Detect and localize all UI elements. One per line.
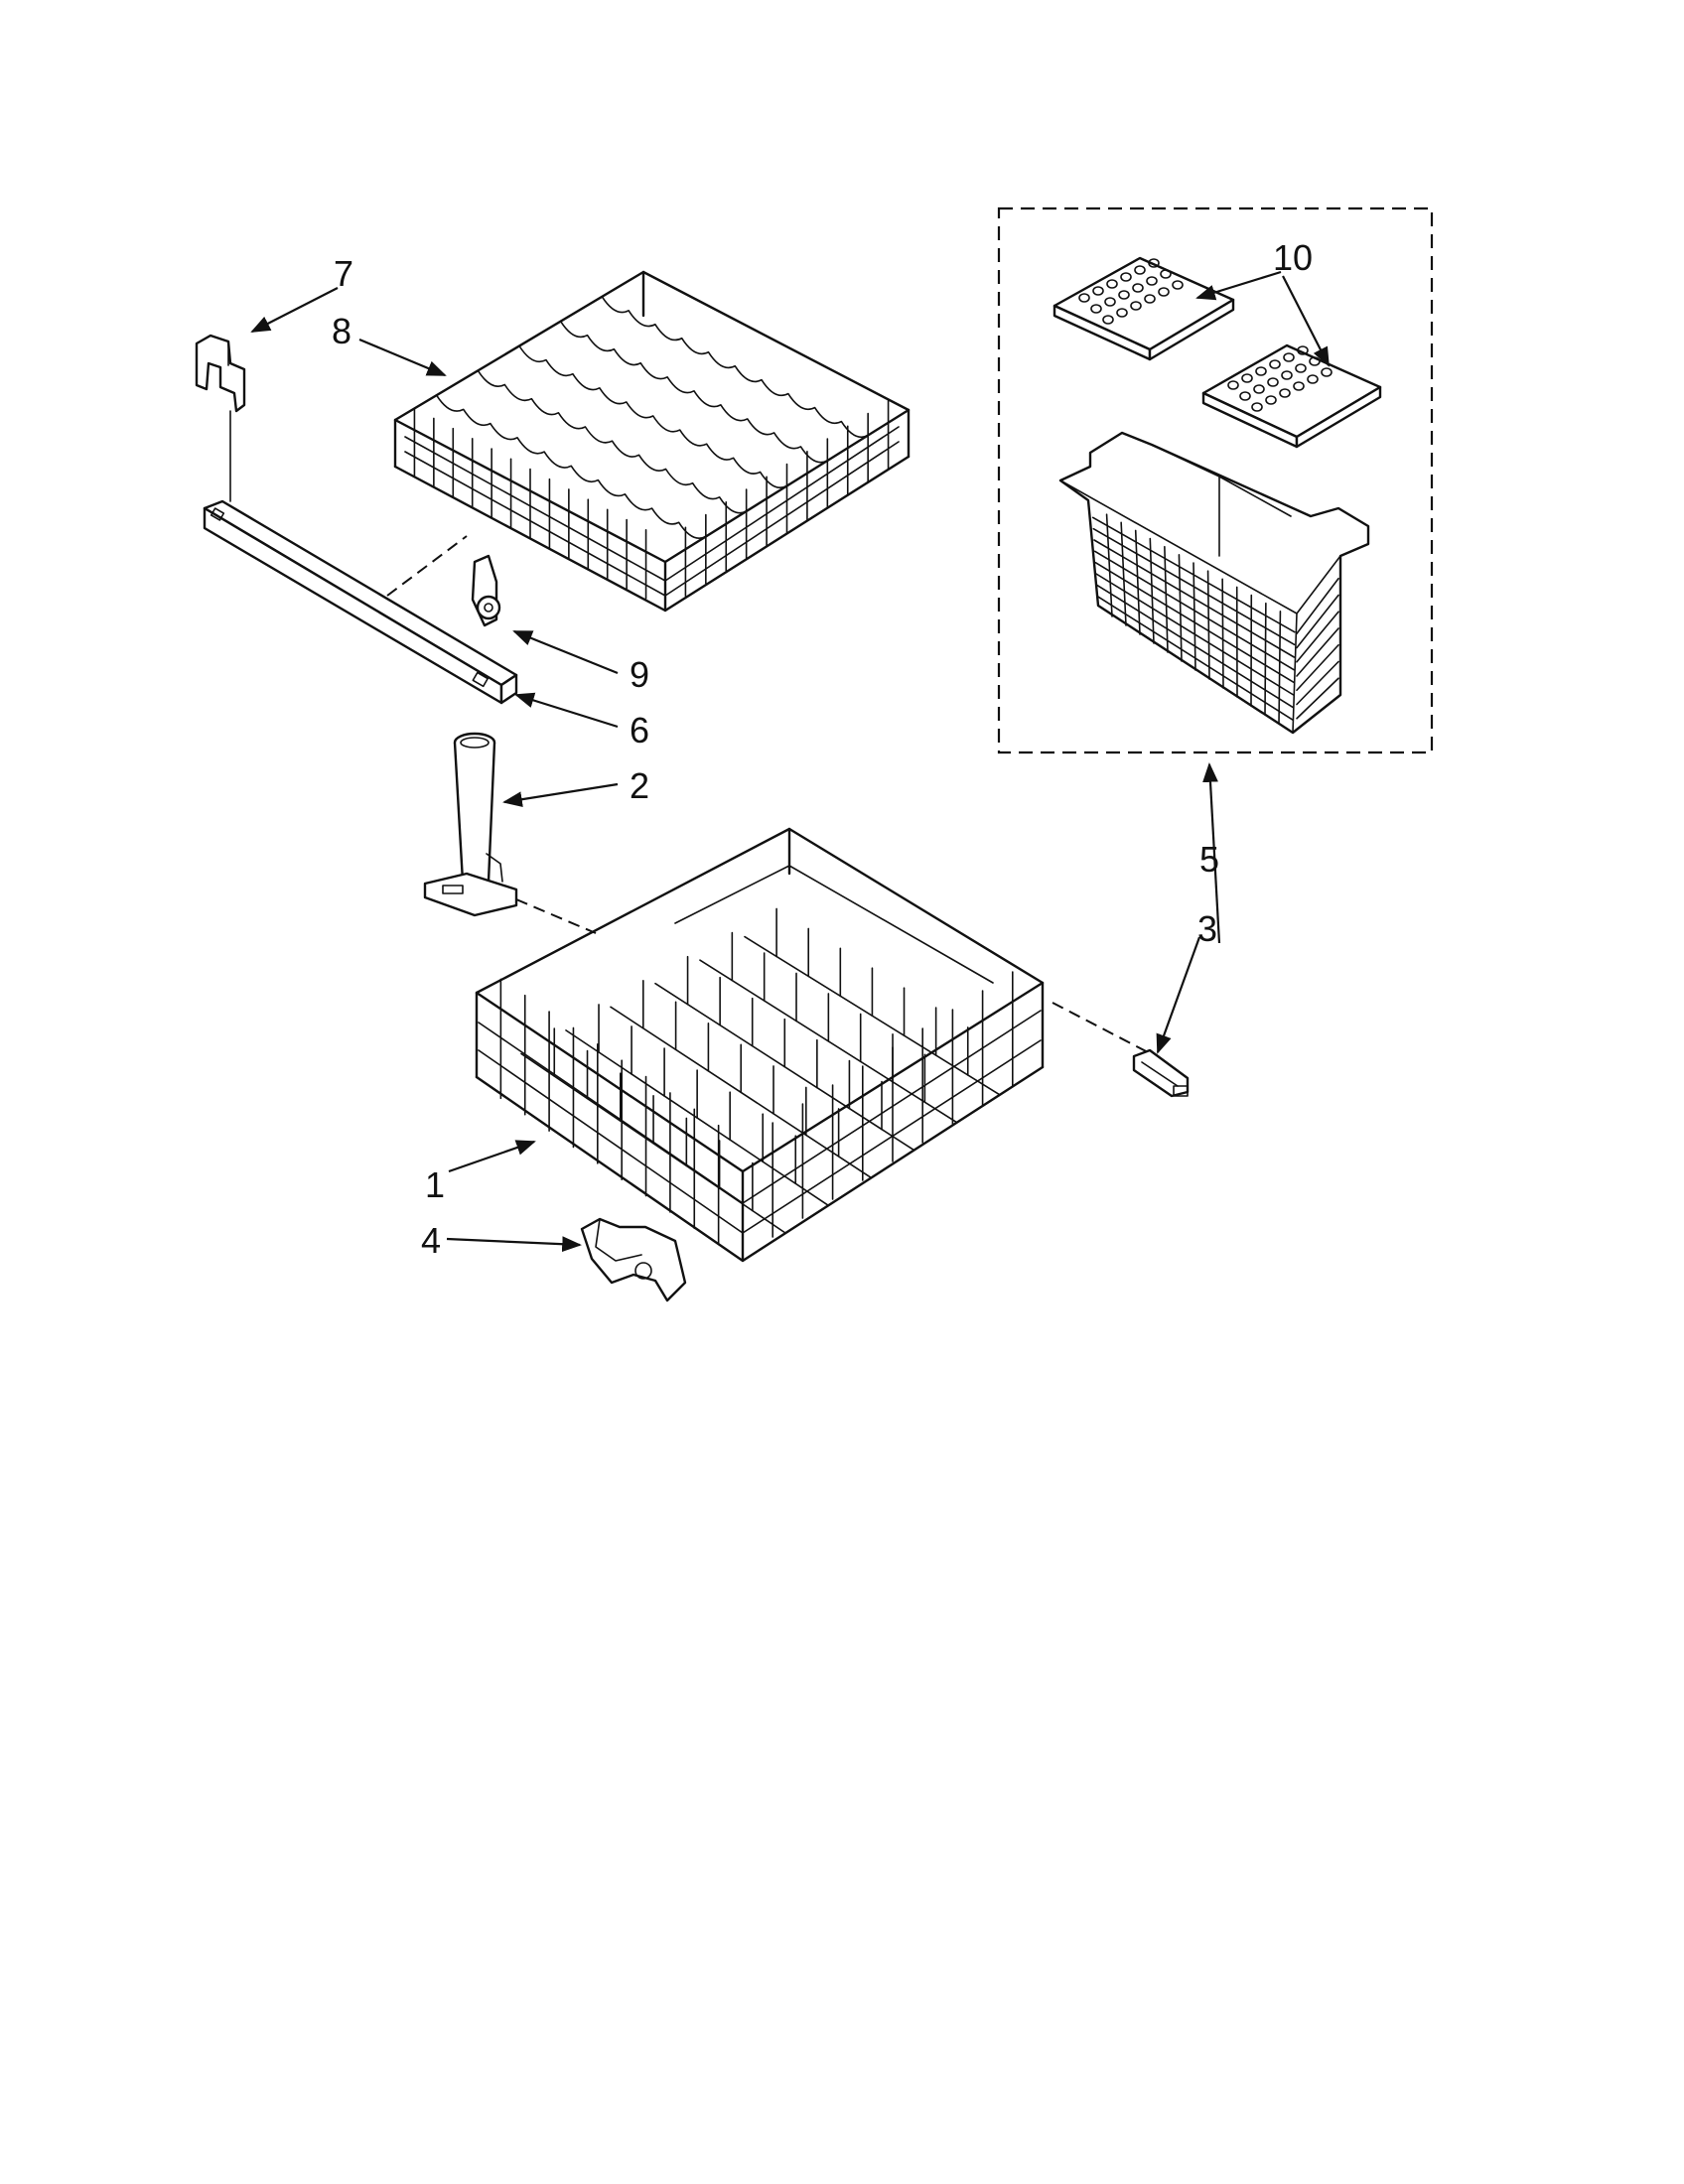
- leader-9: [512, 629, 619, 675]
- leader-4: [446, 1236, 582, 1253]
- callout-9: 9: [630, 654, 649, 695]
- callout-6: 6: [630, 710, 649, 751]
- callout-7: 7: [334, 253, 353, 294]
- leader-lines: [250, 270, 1330, 1253]
- rack-stop-clip: [195, 334, 246, 502]
- leader-10b: [1282, 275, 1330, 367]
- callout-4: 4: [421, 1220, 441, 1261]
- rack-adjuster: [471, 554, 501, 627]
- callout-5: 5: [1199, 839, 1219, 880]
- leader-8: [358, 338, 447, 377]
- callout-8: 8: [332, 311, 351, 351]
- callout-3: 3: [1197, 908, 1217, 949]
- callout-10: 10: [1273, 237, 1313, 278]
- leader-6: [514, 692, 619, 729]
- basket-assembly-box: [997, 206, 1434, 754]
- leader-2: [502, 782, 619, 808]
- spray-tube: [423, 732, 597, 934]
- rack-track: [203, 499, 518, 705]
- leader-3: [1156, 936, 1201, 1054]
- rack-roller-front: [580, 1217, 687, 1302]
- silverware-basket: [1058, 431, 1370, 735]
- lower-rack: [475, 827, 1153, 1263]
- basket-cover-left: [1052, 256, 1235, 361]
- callout-2: 2: [630, 765, 649, 806]
- callout-labels: 7 8 9 6 2 5 3 1 4 10: [332, 237, 1313, 1261]
- leader-5: [1202, 762, 1221, 944]
- upper-rack: [393, 270, 911, 613]
- rack-roller-rear: [1132, 1048, 1190, 1098]
- leader-7: [250, 287, 339, 333]
- callout-1: 1: [425, 1164, 445, 1205]
- leader-1: [448, 1140, 536, 1173]
- basket-cover-right: [1201, 343, 1382, 449]
- leader-10a: [1195, 270, 1282, 301]
